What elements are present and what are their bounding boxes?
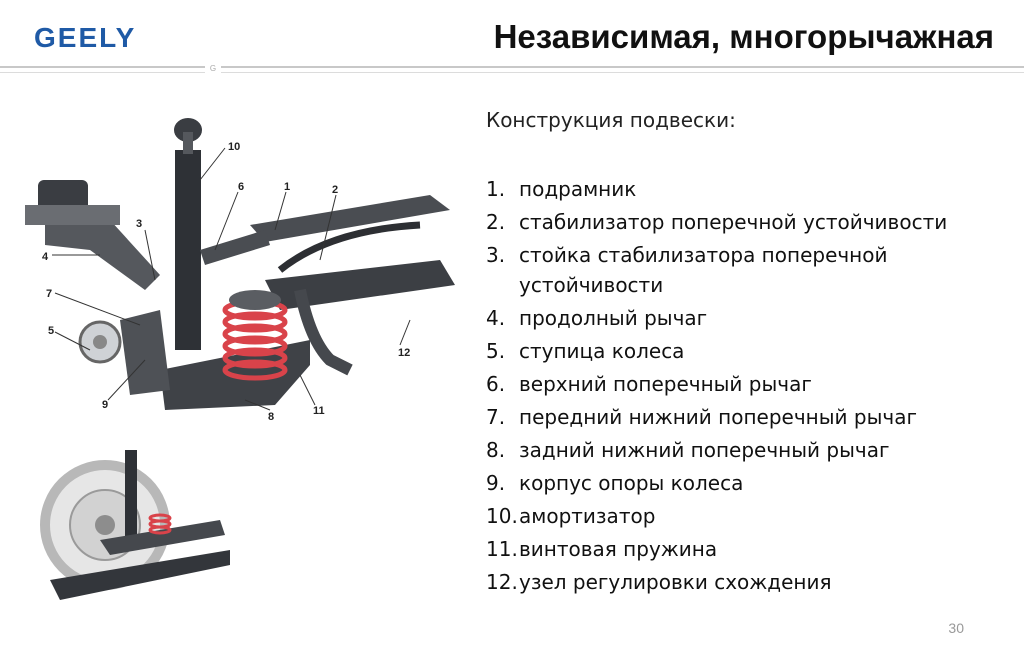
spring-seat <box>229 290 281 310</box>
item-number: 10. <box>486 504 518 528</box>
item-number: 2. <box>486 210 506 234</box>
hub-cap <box>95 515 115 535</box>
item-text: передний нижний поперечный рычаг <box>519 405 917 429</box>
item-number: 5. <box>486 339 506 363</box>
coil-spring <box>222 299 288 381</box>
list-item: 6. верхний поперечный рычаг <box>486 369 1006 399</box>
rule-badge: G <box>205 64 221 74</box>
item-text: корпус опоры колеса <box>519 471 744 495</box>
callout-11: 11 <box>313 405 325 417</box>
header-rule <box>0 66 1024 68</box>
subframe-beam <box>250 195 450 242</box>
callout-2: 2 <box>332 184 338 196</box>
callout-10: 10 <box>228 141 240 153</box>
item-number: 3. <box>486 243 506 267</box>
list-item: 1. подрамник <box>486 174 1006 204</box>
item-number: 6. <box>486 372 506 396</box>
item-text: стойка стабилизатора поперечной устойчив… <box>519 243 888 297</box>
item-text: стабилизатор поперечной устойчивости <box>519 210 948 234</box>
callout-5: 5 <box>48 325 54 337</box>
item-number: 12. <box>486 570 518 594</box>
list-item: 11.винтовая пружина <box>486 534 1006 564</box>
item-text: продолный рычаг <box>519 306 708 330</box>
list-item: 10.амортизатор <box>486 501 1006 531</box>
subframe-curve <box>294 288 353 376</box>
wheel-assembly-illustration <box>40 450 230 600</box>
item-number: 1. <box>486 177 506 201</box>
parts-list: 1. подрамник 2. стабилизатор поперечной ус… <box>486 174 1006 600</box>
geely-logo: GEELY <box>34 22 137 53</box>
list-item: 7. передний нижний поперечный рычаг <box>486 402 1006 432</box>
item-number: 9. <box>486 471 506 495</box>
list-item: 8. задний нижний поперечный рычаг <box>486 435 1006 465</box>
callout-3: 3 <box>136 218 142 230</box>
list-item: 2. стабилизатор поперечной устойчивости <box>486 207 1006 237</box>
item-number: 7. <box>486 405 506 429</box>
item-text: винтовая пружина <box>519 537 718 561</box>
shock-top <box>174 118 202 142</box>
trailing-arm-bracket <box>25 205 120 225</box>
wheel-spring <box>148 513 172 535</box>
wheel-arm <box>100 520 225 555</box>
callout-1: 1 <box>284 181 290 193</box>
header-rule-thin <box>0 72 1024 73</box>
shock-absorber <box>175 150 201 350</box>
item-number: 11. <box>486 537 518 561</box>
callout-6: 6 <box>238 181 244 193</box>
callout-9: 9 <box>102 399 108 411</box>
wheel-subframe <box>50 550 230 600</box>
item-text: задний нижний поперечный рычаг <box>519 438 890 462</box>
callout-8: 8 <box>268 411 274 423</box>
knuckle <box>120 310 170 395</box>
list-item: 3. стойка стабилизатора поперечной устойч… <box>486 240 1006 300</box>
subframe-beam-lower <box>265 260 455 310</box>
list-item: 4. продолный рычаг <box>486 303 1006 333</box>
callout-12: 12 <box>398 347 410 359</box>
suspension-heading: Конструкция подвески: <box>486 108 736 132</box>
callout-4: 4 <box>42 251 49 263</box>
item-text: амортизатор <box>519 504 656 528</box>
item-number: 4. <box>486 306 506 330</box>
callout-7: 7 <box>46 288 52 300</box>
item-text: верхний поперечный рычаг <box>519 372 812 396</box>
wheel-shock <box>125 450 137 540</box>
page-number: 30 <box>948 620 964 636</box>
list-item: 12.узел регулировки схождения <box>486 567 1006 597</box>
item-number: 8. <box>486 438 506 462</box>
slide-title: Независимая, многорычажная <box>493 18 994 55</box>
item-text: узел регулировки схождения <box>519 570 832 594</box>
item-text: подрамник <box>519 177 637 201</box>
suspension-diagram: 10 6 1 2 3 4 7 5 9 8 11 12 <box>25 118 455 423</box>
wheel-hub-center <box>93 335 107 349</box>
trailing-arm <box>45 220 160 290</box>
upper-arm <box>200 230 270 265</box>
item-text: ступица колеса <box>519 339 685 363</box>
list-item: 9. корпус опоры колеса <box>486 468 1006 498</box>
stabilizer-bar <box>277 221 421 273</box>
shock-rod <box>183 132 193 154</box>
list-item: 5. ступица колеса <box>486 336 1006 366</box>
